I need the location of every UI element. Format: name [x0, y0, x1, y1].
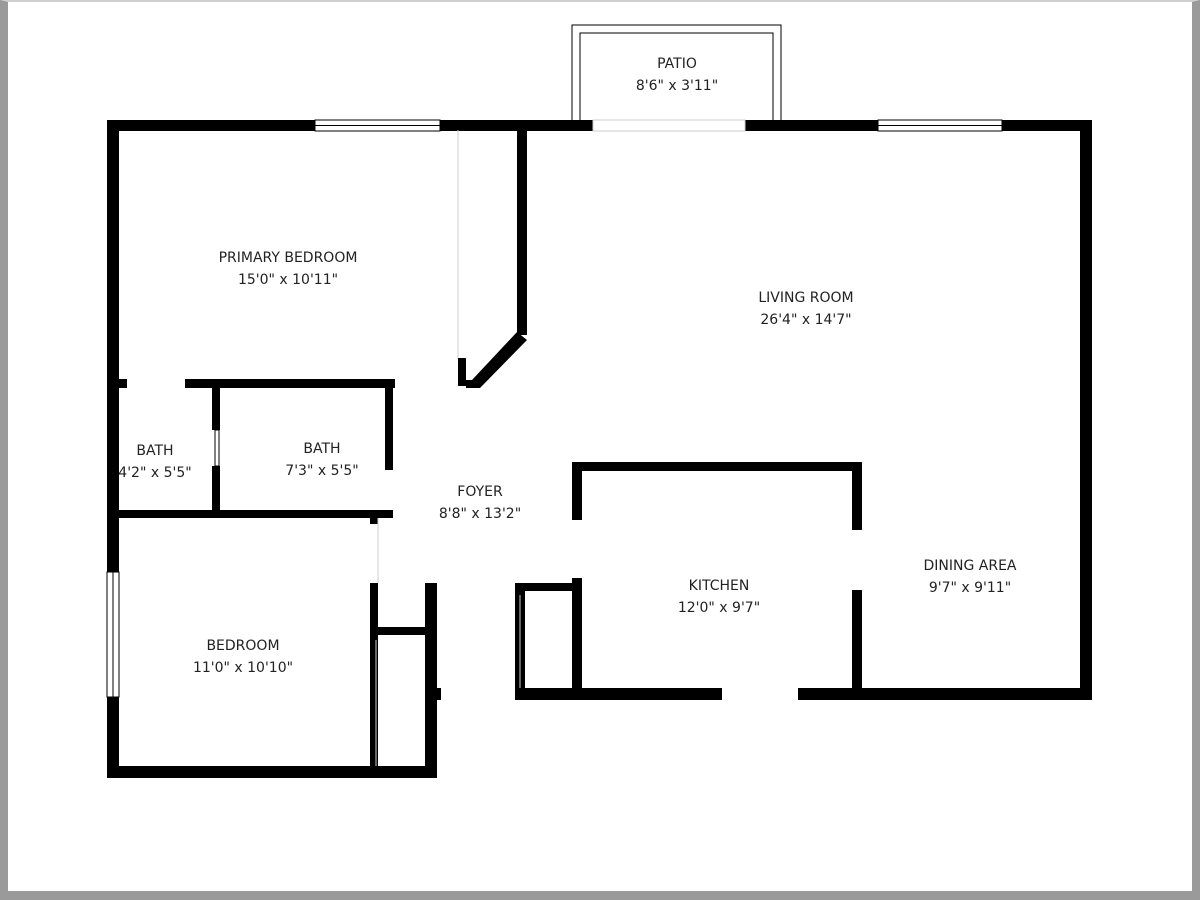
walls [107, 120, 1092, 778]
room-label-foyer: FOYER 8'8" x 13'2" [439, 481, 521, 525]
room-size: 8'8" x 13'2" [438, 506, 522, 522]
room-name: BATH [136, 443, 174, 459]
room-label-patio: PATIO 8'6" x 3'11" [636, 53, 718, 97]
room-label-kitchen: KITCHEN 12'0" x 9'7" [678, 575, 760, 619]
room-label-bath-large: BATH 7'3" x 5'5" [285, 438, 358, 482]
room-label-living-room: LIVING ROOM 26'4" x 14'7" [758, 287, 853, 331]
room-name: PRIMARY BEDROOM [218, 250, 358, 266]
room-label-bath-small: BATH 4'2" x 5'5" [118, 440, 191, 484]
room-name: DINING AREA [923, 558, 1017, 574]
room-label-primary-bedroom: PRIMARY BEDROOM 15'0" x 10'11" [219, 247, 358, 291]
room-size: 7'3" x 5'5" [285, 463, 359, 479]
room-size: 8'6" x 3'11" [635, 78, 719, 94]
room-name: LIVING ROOM [758, 290, 854, 306]
room-label-dining-area: DINING AREA 9'7" x 9'11" [923, 555, 1016, 599]
room-name: BEDROOM [206, 638, 280, 654]
room-name: FOYER [457, 484, 503, 500]
room-size: 11'0" x 10'10" [192, 660, 294, 676]
room-size: 26'4" x 14'7" [760, 312, 852, 328]
room-name: KITCHEN [688, 578, 750, 594]
room-size: 9'7" x 9'11" [928, 580, 1012, 596]
room-size: 15'0" x 10'11" [237, 272, 339, 288]
room-size: 4'2" x 5'5" [118, 465, 192, 481]
windows [106, 24, 1003, 766]
room-label-bedroom: BEDROOM 11'0" x 10'10" [193, 635, 293, 679]
room-size: 12'0" x 9'7" [677, 600, 761, 616]
room-name: PATIO [657, 56, 697, 72]
room-name: BATH [303, 441, 341, 457]
